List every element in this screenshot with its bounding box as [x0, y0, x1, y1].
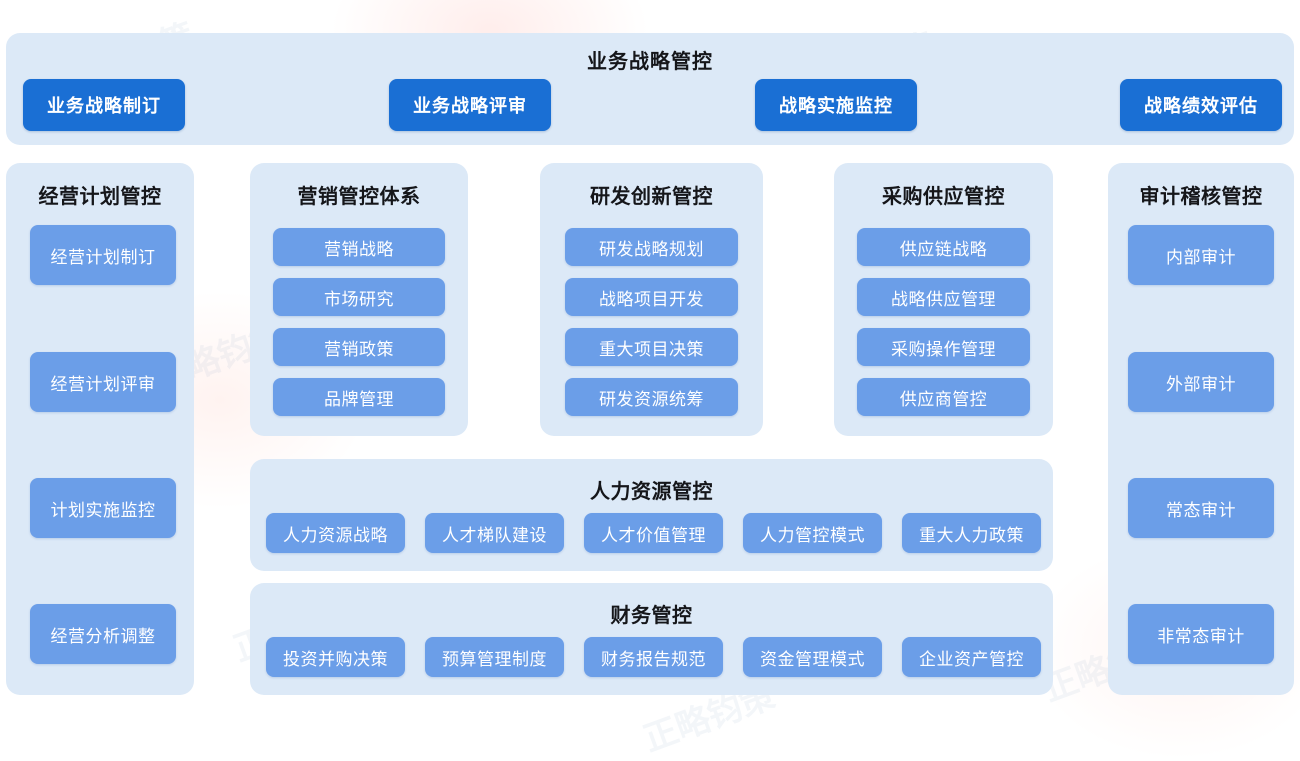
purchasing-item-1[interactable]: 供应链战略: [857, 228, 1030, 266]
purchasing-item-4[interactable]: 供应商管控: [857, 378, 1030, 416]
operating-plan-item-3[interactable]: 计划实施监控: [30, 478, 176, 538]
hr-item-4[interactable]: 人力管控模式: [743, 513, 882, 553]
band-title: 业务战略管控: [587, 51, 713, 73]
purchasing-item-2[interactable]: 战略供应管理: [857, 278, 1030, 316]
purchasing-panel: 采购供应管控 供应链战略 战略供应管理 采购操作管理 供应商管控: [834, 163, 1053, 436]
audit-item-2[interactable]: 外部审计: [1128, 352, 1274, 412]
purchasing-title: 采购供应管控: [882, 186, 1005, 208]
hr-item-3[interactable]: 人才价值管理: [584, 513, 723, 553]
rnd-panel: 研发创新管控 研发战略规划 战略项目开发 重大项目决策 研发资源统筹: [540, 163, 763, 436]
hr-panel: 人力资源管控 人力资源战略 人才梯队建设 人才价值管理 人力管控模式 重大人力政…: [250, 459, 1053, 571]
audit-title: 审计稽核管控: [1139, 186, 1263, 208]
finance-panel: 财务管控 投资并购决策 预算管理制度 财务报告规范 资金管理模式 企业资产管控: [250, 583, 1053, 695]
finance-item-4[interactable]: 资金管理模式: [743, 637, 882, 677]
hr-item-1[interactable]: 人力资源战略: [266, 513, 405, 553]
operating-plan-item-4[interactable]: 经营分析调整: [30, 604, 176, 664]
rnd-item-1[interactable]: 研发战略规划: [565, 228, 738, 266]
hr-title: 人力资源管控: [590, 481, 713, 503]
strategy-button-2[interactable]: 业务战略评审: [389, 79, 551, 131]
finance-title: 财务管控: [610, 605, 693, 627]
audit-item-3[interactable]: 常态审计: [1128, 478, 1274, 538]
hr-item-2[interactable]: 人才梯队建设: [425, 513, 564, 553]
marketing-item-4[interactable]: 品牌管理: [273, 378, 445, 416]
finance-item-1[interactable]: 投资并购决策: [266, 637, 405, 677]
audit-item-1[interactable]: 内部审计: [1128, 225, 1274, 285]
finance-item-5[interactable]: 企业资产管控: [902, 637, 1041, 677]
strategy-button-4[interactable]: 战略绩效评估: [1120, 79, 1282, 131]
finance-item-2[interactable]: 预算管理制度: [425, 637, 564, 677]
business-strategy-band: 业务战略管控 业务战略制订 业务战略评审 战略实施监控 战略绩效评估: [6, 33, 1294, 145]
org-governance-diagram: 业务战略管控 业务战略制订 业务战略评审 战略实施监控 战略绩效评估 经营计划管…: [6, 33, 1294, 695]
marketing-item-2[interactable]: 市场研究: [273, 278, 445, 316]
rnd-item-3[interactable]: 重大项目决策: [565, 328, 738, 366]
marketing-title: 营销管控体系: [297, 186, 421, 208]
purchasing-item-3[interactable]: 采购操作管理: [857, 328, 1030, 366]
audit-item-4[interactable]: 非常态审计: [1128, 604, 1274, 664]
marketing-item-3[interactable]: 营销政策: [273, 328, 445, 366]
operating-plan-item-1[interactable]: 经营计划制订: [30, 225, 176, 285]
hr-item-5[interactable]: 重大人力政策: [902, 513, 1041, 553]
finance-item-3[interactable]: 财务报告规范: [584, 637, 723, 677]
marketing-panel: 营销管控体系 营销战略 市场研究 营销政策 品牌管理: [250, 163, 468, 436]
operating-plan-panel: 经营计划管控 经营计划制订 经营计划评审 计划实施监控 经营分析调整: [6, 163, 194, 695]
rnd-title: 研发创新管控: [590, 186, 713, 208]
rnd-item-2[interactable]: 战略项目开发: [565, 278, 738, 316]
audit-panel: 审计稽核管控 内部审计 外部审计 常态审计 非常态审计: [1108, 163, 1294, 695]
operating-plan-title: 经营计划管控: [38, 186, 162, 208]
marketing-item-1[interactable]: 营销战略: [273, 228, 445, 266]
operating-plan-item-2[interactable]: 经营计划评审: [30, 352, 176, 412]
rnd-item-4[interactable]: 研发资源统筹: [565, 378, 738, 416]
strategy-button-1[interactable]: 业务战略制订: [23, 79, 185, 131]
strategy-button-3[interactable]: 战略实施监控: [755, 79, 917, 131]
